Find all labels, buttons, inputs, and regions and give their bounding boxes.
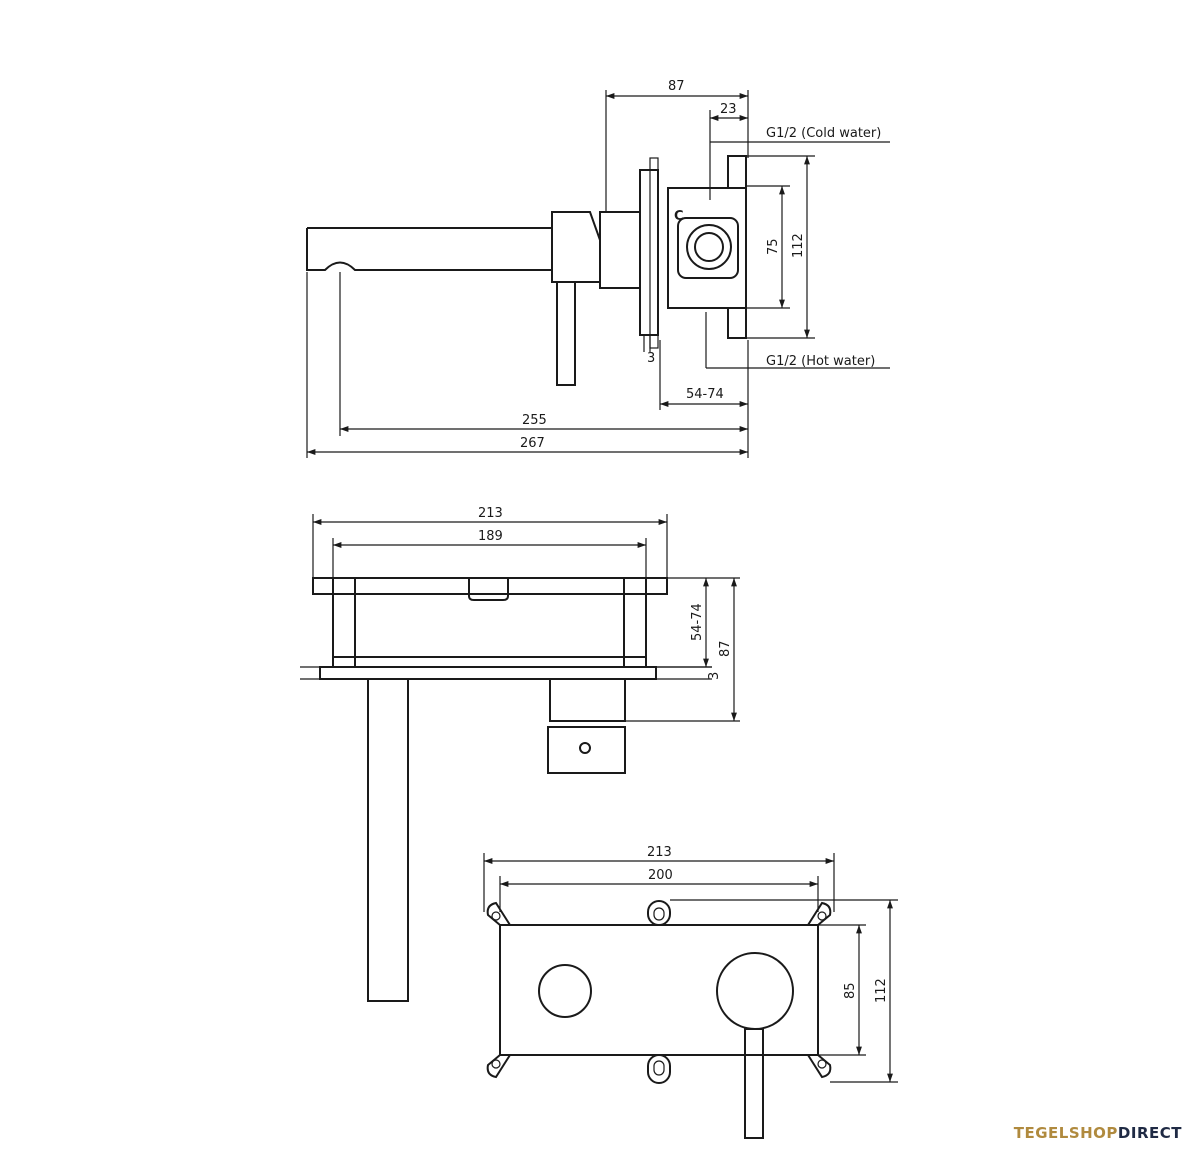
dim-255: 255 xyxy=(522,413,547,428)
handle-stem xyxy=(549,678,626,722)
cold-inlet-tab xyxy=(727,155,747,188)
dim-54-74-side: 54-74 xyxy=(686,387,724,402)
brand-logo: TEGELSHOPDIRECT xyxy=(1014,1124,1182,1142)
spout-top xyxy=(367,678,409,1002)
wall-plate-top xyxy=(319,666,657,680)
box-mount-right xyxy=(623,577,647,595)
wall-plate xyxy=(639,169,659,336)
escutcheon xyxy=(599,211,641,289)
ear-top-right xyxy=(807,901,832,926)
dim-3-side: 3 xyxy=(647,351,655,366)
dim-23: 23 xyxy=(720,102,737,117)
ear-bottom-center xyxy=(647,1054,671,1084)
hot-water-label: G1/2 (Hot water) xyxy=(766,354,875,369)
dim-3-top: 3 xyxy=(707,672,722,680)
dim-213-front: 213 xyxy=(647,845,672,860)
dim-87: 87 xyxy=(668,79,685,94)
spout xyxy=(306,227,552,271)
dim-54-74-top: 54-74 xyxy=(690,603,705,641)
logo-part2: DIRECT xyxy=(1117,1124,1182,1142)
ear-top-center xyxy=(647,900,671,926)
box-mount-left xyxy=(332,577,356,595)
dim-112: 112 xyxy=(791,233,806,258)
valve-ring-inner xyxy=(694,232,724,262)
ear-bottom-left xyxy=(486,1054,511,1079)
front-view: 213 200 85 112 xyxy=(483,845,898,1139)
box-mount-center xyxy=(468,578,509,601)
dim-267: 267 xyxy=(520,436,545,451)
top-view: 213 189 54-74 87 3 xyxy=(300,506,740,1002)
handle-knob xyxy=(547,726,626,774)
handle-circle xyxy=(716,952,794,1030)
dim-189: 189 xyxy=(478,529,503,544)
lever xyxy=(556,281,576,386)
cold-water-label: G1/2 (Cold water) xyxy=(766,126,881,141)
ear-top-left xyxy=(486,901,511,926)
dim-200: 200 xyxy=(648,868,673,883)
dim-213-top: 213 xyxy=(478,506,503,521)
handle-screw xyxy=(579,742,591,754)
valve-ring-outer xyxy=(686,224,732,270)
handle-body xyxy=(551,211,601,283)
hot-inlet-tab xyxy=(727,308,747,339)
wall-plate-inner xyxy=(649,157,659,349)
valve-cartridge xyxy=(677,217,739,279)
dim-87-top: 87 xyxy=(718,640,733,657)
dim-75: 75 xyxy=(766,238,781,255)
valve-body xyxy=(667,187,747,309)
dim-112-front: 112 xyxy=(874,978,889,1003)
box-base xyxy=(332,656,647,668)
box-top-flange xyxy=(312,577,668,595)
front-plate xyxy=(499,924,819,1056)
spout-outlet-circle xyxy=(538,964,592,1018)
ear-bottom-right xyxy=(807,1054,832,1079)
dim-85: 85 xyxy=(843,982,858,999)
front-lever xyxy=(744,1028,764,1139)
cold-mark: C xyxy=(674,209,684,224)
logo-part1: TEGELSHOP xyxy=(1013,1124,1118,1142)
side-view: C 87 23 G1/2 (Cold water) G1/2 (Hot wate… xyxy=(306,79,890,458)
